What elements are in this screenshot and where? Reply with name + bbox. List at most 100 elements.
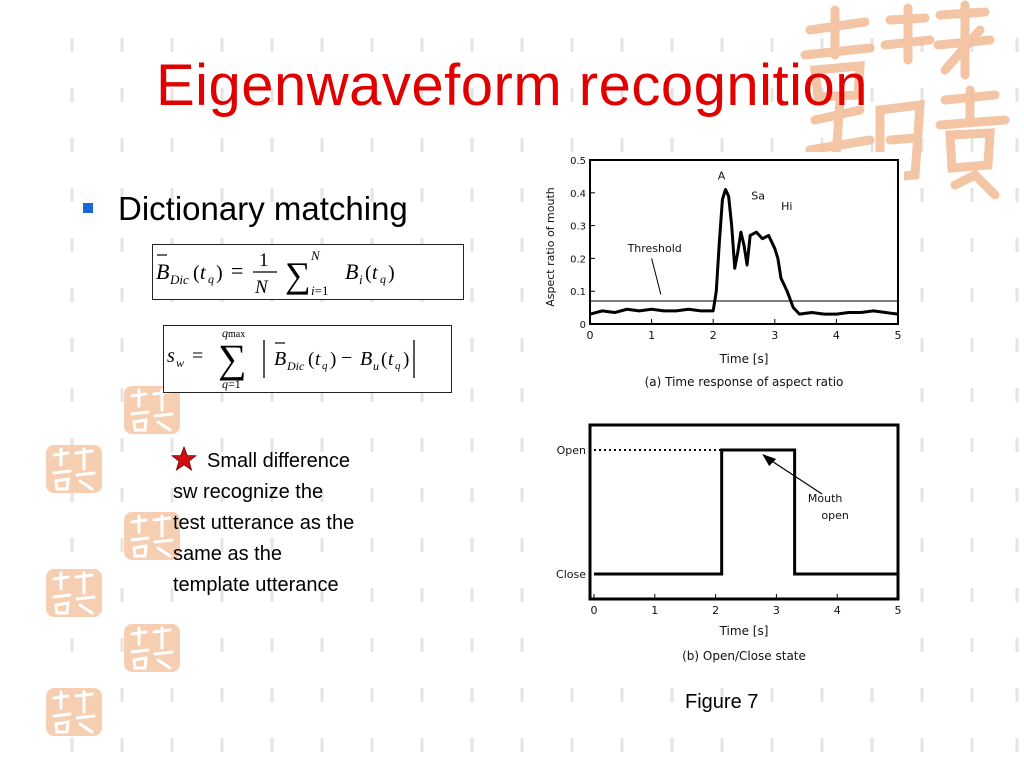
svg-text:=: = bbox=[231, 258, 243, 283]
seal-stamp-icon bbox=[46, 445, 102, 493]
chart-a-threshold-label: Threshold bbox=[627, 242, 682, 255]
svg-text:−: − bbox=[341, 347, 352, 369]
chart-a-xtick-label: 3 bbox=[771, 329, 778, 342]
chart-b-xlabel: Time [s] bbox=[719, 624, 769, 638]
chart-b-open-close: Time [s] (b) Open/Close state 0 1 2 3 4 5 Clos… bbox=[556, 423, 902, 663]
chart-a-series-line bbox=[589, 188, 899, 316]
svg-text:q: q bbox=[395, 360, 401, 372]
svg-text:w: w bbox=[176, 356, 184, 370]
chart-a-ytick-label: 0.5 bbox=[570, 156, 586, 167]
chart-b-xtick-label: 2 bbox=[712, 604, 719, 617]
svg-text:B: B bbox=[274, 348, 286, 370]
note-line: sw recognize the bbox=[173, 481, 324, 503]
chart-a-frame bbox=[589, 159, 899, 325]
svg-text:∑: ∑ bbox=[218, 336, 247, 381]
calligraphy-seal-decoration bbox=[800, 0, 1010, 200]
svg-text:q: q bbox=[380, 272, 386, 286]
note-line: same as the bbox=[173, 543, 282, 565]
note-line: Small difference bbox=[173, 446, 423, 477]
svg-text:Dic: Dic bbox=[286, 359, 305, 373]
chart-b-annotation-arrow bbox=[763, 455, 823, 495]
formula-average-dictionary: B Dic ( t q ) = 1 N ∑ N i=1 B i ( t q ) bbox=[152, 244, 464, 300]
chart-a-xtick-label: 4 bbox=[833, 329, 840, 342]
figure-7-image: Aspect ratio of mouth Time [s] (a) Time … bbox=[544, 152, 904, 666]
chart-b-xtick-label: 0 bbox=[591, 604, 598, 617]
chart-a-xtick-label: 5 bbox=[895, 329, 902, 342]
chart-b-title: (b) Open/Close state bbox=[682, 649, 806, 663]
svg-text:qmax: qmax bbox=[222, 326, 245, 340]
slide-title: Eigenwaveform recognition bbox=[155, 53, 869, 118]
svg-text:N: N bbox=[254, 277, 269, 298]
chart-a-ytick-label: 0.2 bbox=[570, 254, 586, 265]
svg-text:(: ( bbox=[193, 262, 200, 284]
chart-a-ylabel: Aspect ratio of mouth bbox=[546, 187, 557, 307]
seal-stamp-icon bbox=[124, 624, 180, 672]
chart-a-xtick-label: 1 bbox=[648, 329, 655, 342]
formula-sw-difference: s w = ∑ qmax q=1 B Dic ( t q ) − B u ( t… bbox=[163, 325, 452, 393]
chart-a-title: (a) Time response of aspect ratio bbox=[645, 375, 844, 389]
svg-text:B: B bbox=[345, 259, 358, 284]
chart-a-ytick-label: 0 bbox=[580, 320, 586, 331]
svg-text:i=1: i=1 bbox=[311, 283, 328, 298]
svg-text:u: u bbox=[373, 359, 379, 373]
svg-text:q=1: q=1 bbox=[222, 377, 241, 391]
svg-text:q: q bbox=[322, 360, 328, 372]
formula-average-dictionary-image: B Dic ( t q ) = 1 N ∑ N i=1 B i ( t q ) bbox=[156, 248, 395, 298]
note-text-block: Small difference sw recognize the test u… bbox=[173, 446, 423, 601]
svg-text:): ) bbox=[330, 349, 336, 370]
svg-text:(: ( bbox=[308, 349, 314, 370]
svg-text:): ) bbox=[216, 262, 223, 284]
svg-text:∑: ∑ bbox=[285, 255, 311, 295]
star-icon bbox=[171, 446, 197, 471]
formula-sw-difference-image: s w = ∑ qmax q=1 B Dic ( t q ) − B u ( t… bbox=[167, 326, 415, 391]
svg-text:i: i bbox=[359, 272, 363, 287]
svg-text:t: t bbox=[372, 262, 378, 284]
svg-text:): ) bbox=[403, 349, 409, 370]
chart-a-ytick-label: 0.4 bbox=[570, 189, 586, 200]
svg-text:(: ( bbox=[381, 349, 387, 370]
seal-stamp-icon bbox=[46, 569, 102, 617]
svg-text:Dic: Dic bbox=[169, 272, 189, 287]
chart-a-aspect-ratio: Aspect ratio of mouth Time [s] (a) Time … bbox=[544, 156, 902, 389]
svg-text:=: = bbox=[192, 345, 203, 367]
note-line: template utterance bbox=[173, 574, 339, 596]
svg-text:1: 1 bbox=[259, 250, 269, 271]
chart-a-xtick-label: 0 bbox=[587, 329, 594, 342]
svg-text:B: B bbox=[156, 259, 169, 284]
svg-text:s: s bbox=[167, 345, 175, 367]
chart-a-xtick-label: 2 bbox=[710, 329, 717, 342]
seal-stamp-icon bbox=[124, 386, 180, 434]
bullet-square-icon bbox=[83, 203, 93, 213]
chart-b-xtick-label: 4 bbox=[834, 604, 841, 617]
chart-b-ycategory-label: Close bbox=[556, 568, 586, 581]
svg-text:q: q bbox=[208, 272, 214, 286]
svg-text:(: ( bbox=[365, 262, 372, 284]
figure-caption: Figure 7 bbox=[685, 691, 759, 713]
chart-b-xtick-label: 5 bbox=[895, 604, 902, 617]
chart-b-arrowhead bbox=[762, 454, 777, 466]
svg-text:t: t bbox=[388, 349, 394, 370]
svg-text:t: t bbox=[200, 262, 206, 284]
chart-a-ytick-label: 0.1 bbox=[570, 287, 586, 298]
chart-b-ycategory-label: Open bbox=[557, 444, 586, 457]
seal-stamp-icon bbox=[124, 512, 180, 560]
chart-a-threshold-pointer bbox=[651, 258, 662, 295]
chart-a-annotation: Hi bbox=[781, 200, 792, 213]
chart-a-xlabel: Time [s] bbox=[719, 352, 769, 366]
chart-a-annotation: A bbox=[718, 170, 726, 183]
svg-text:t: t bbox=[315, 349, 321, 370]
bullet-dictionary-matching: Dictionary matching bbox=[118, 190, 408, 227]
svg-text:): ) bbox=[388, 262, 395, 284]
chart-b-xtick-label: 3 bbox=[773, 604, 780, 617]
note-line-text: Small difference bbox=[207, 450, 351, 472]
chart-b-frame bbox=[588, 423, 900, 601]
chart-a-ytick-label: 0.3 bbox=[570, 222, 586, 233]
svg-text:B: B bbox=[360, 348, 372, 370]
chart-a-annotation: Sa bbox=[751, 190, 765, 203]
chart-b-xtick-label: 1 bbox=[651, 604, 658, 617]
chart-b-series-line bbox=[594, 448, 898, 576]
chart-b-annotation: Mouth bbox=[808, 492, 843, 505]
seal-stamp-icon bbox=[46, 688, 102, 736]
note-line: test utterance as the bbox=[173, 512, 355, 534]
chart-b-annotation: open bbox=[821, 509, 848, 522]
